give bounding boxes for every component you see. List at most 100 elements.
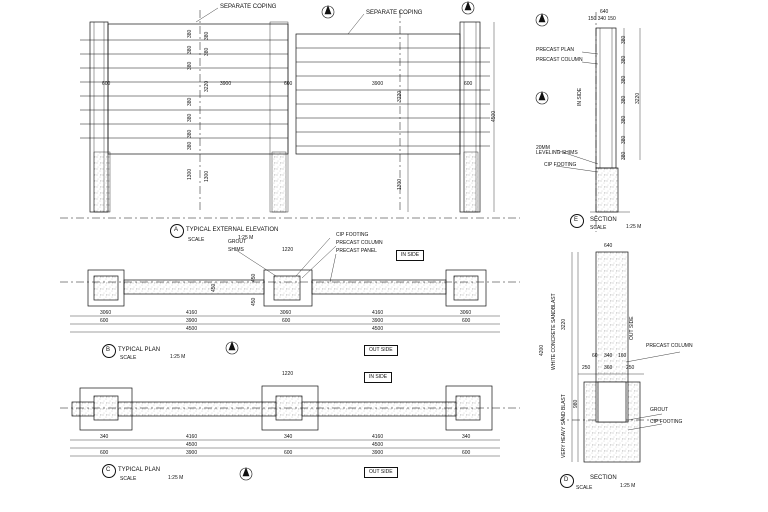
elevation-dim-footing-left-2: 1300: [204, 170, 210, 182]
section-e-precast-plan: PRECAST PLAN: [536, 47, 574, 53]
plan-b-dim-row1: 4160: [186, 310, 198, 316]
section-d-cip-footing: CIP FOOTING: [650, 419, 683, 425]
north-arrows: [225, 1, 549, 481]
section-e-rung: 380: [621, 115, 627, 124]
section-e-rung: 380: [621, 95, 627, 104]
section-d-dim-mid: 340: [604, 353, 613, 359]
plan-b-dim-top: 1220: [282, 247, 294, 253]
plan-c-dim-row3: 600: [100, 450, 109, 456]
plan-c-dim-row1: 4160: [186, 434, 198, 440]
section-d-dim-low: 250: [626, 365, 635, 371]
elevation-rung-dim: 380: [204, 31, 210, 40]
plan-b-dim-row1: 3060: [460, 310, 472, 316]
caption-tag-e-label: E: [574, 217, 579, 223]
plan-c-scale: SCALE: [120, 476, 137, 482]
plan-c-out-side: OUT SIDE: [364, 467, 398, 478]
plan-b-dim-row2: 3900: [186, 318, 198, 324]
plan-b-shims: SHIMS: [228, 247, 244, 253]
section-d-dim-low: 250: [582, 365, 591, 371]
caption-tag-e: [570, 214, 584, 228]
elevation-rung-dim: 380: [187, 141, 193, 150]
plan-c-dim-row3: 600: [284, 450, 293, 456]
caption-tag-d-label: D: [564, 477, 569, 483]
section-d-height: 3220: [561, 318, 567, 330]
plan-c-dim-row1: 340: [284, 434, 293, 440]
plan-b-dim-row1: 3060: [280, 310, 292, 316]
section-d-finish2: VERY HEAVY SAND BLAST: [561, 394, 567, 458]
elevation-dim-post-2: 600: [284, 81, 293, 87]
plan-b-grout: GROUT: [228, 239, 247, 245]
caption-tag-b-label: B: [106, 347, 111, 353]
section-d-out-side: OUT SIDE: [629, 316, 635, 340]
section-d-dim-mid: 60: [592, 353, 598, 359]
plan-b-col-dim: 450: [251, 273, 257, 282]
plan-c-scale-value: 1:25 M: [168, 475, 184, 481]
plan-c-caption: TYPICAL PLAN: [118, 467, 161, 473]
elevation-dim-footing-left: 1300: [187, 168, 193, 180]
coping-label-right: SEPARATE COPING: [366, 10, 423, 16]
plan-b-dim-row2: 600: [282, 318, 291, 324]
elevation-rung-dim: 380: [204, 47, 210, 56]
plan-b-dim-row1: 3060: [100, 310, 112, 316]
section-e-height: 3220: [635, 92, 641, 104]
elevation-dim-height-total: 4500: [491, 110, 497, 122]
plan-b-in-side: IN SIDE: [396, 250, 425, 261]
plan-c-dim-row1: 340: [100, 434, 109, 440]
section-e-scale: SCALE: [590, 225, 607, 231]
plan-c-dim-row2: 4500: [372, 442, 384, 448]
section-d-footing-h: 980: [573, 399, 579, 408]
elevation-rung-dim: 380: [187, 97, 193, 106]
plan-b-drawing: [70, 237, 500, 333]
plan-b-scale: SCALE: [120, 355, 137, 361]
section-d-finish1: WHITE CONCRETE SANDBLAST: [551, 293, 557, 370]
elevation-scale-value: 1:25 M: [238, 235, 254, 241]
section-d-dim-low: 360: [604, 365, 613, 371]
section-e-cip-footing: CIP FOOTING: [544, 162, 577, 168]
section-e-rung: 380: [621, 151, 627, 160]
plan-b-scale-value: 1:25 M: [170, 354, 186, 360]
section-e-in-side: IN SIDE: [577, 87, 583, 106]
plan-b-caption: TYPICAL PLAN: [118, 347, 161, 353]
plan-c-drawing: [70, 385, 500, 457]
section-e-widths: 150 340 150: [588, 16, 616, 22]
plan-b-dim-row2: 600: [100, 318, 109, 324]
plan-b-cip-footing: CIP FOOTING: [336, 232, 369, 238]
coping-label-left: SEPARATE COPING: [220, 4, 277, 10]
plan-b-dim-row3: 4500: [186, 326, 198, 332]
section-d-width: 640: [604, 243, 613, 249]
section-d-scale-value: 1:25 M: [620, 483, 636, 489]
section-d-grout: GROUT: [650, 407, 669, 413]
plan-c-dim-row3: 3900: [372, 450, 384, 456]
caption-tag-a-label: A: [174, 227, 179, 233]
elevation-rung-dim: 380: [187, 129, 193, 138]
section-d-scale: SCALE: [576, 485, 593, 491]
plan-b-precast-column: PRECAST COLUMN: [336, 240, 383, 246]
elevation-scale: SCALE: [188, 237, 205, 243]
plan-b-dim-row1: 4160: [372, 310, 384, 316]
elevation-dim-panel-2: 3900: [372, 81, 384, 87]
section-e-width: 640: [600, 9, 609, 15]
section-e-rung: 380: [621, 75, 627, 84]
elevation-rung-dim: 380: [187, 29, 193, 38]
plan-b-col-dim: 450: [251, 297, 257, 306]
section-e-drawing: [555, 27, 641, 213]
section-e-rung: 380: [621, 135, 627, 144]
plan-c-dim-row3: 3900: [186, 450, 198, 456]
section-d-dim-mid: 160: [618, 353, 627, 359]
plan-b-dim-row2: 3900: [372, 318, 384, 324]
elevation-dim-post-3: 600: [464, 81, 473, 87]
elevation-dim-panel: 3900: [220, 81, 232, 87]
plan-b-col-dim: 450: [211, 283, 217, 292]
elevation-dim-post: 600: [102, 81, 111, 87]
plan-b-dim-row3: 4500: [372, 326, 384, 332]
caption-tag-b: [102, 344, 116, 358]
caption-tag-c: [102, 464, 116, 478]
elevation-rung-dim: 380: [187, 61, 193, 70]
elevation-dim-footing-right: 1300: [397, 178, 403, 190]
plan-c-dim-row1: 4160: [372, 434, 384, 440]
elevation-rung-dim: 380: [187, 45, 193, 54]
caption-tag-a: [170, 224, 184, 238]
section-e-rung: 380: [621, 35, 627, 44]
elevation-dim-height-left: 3220: [204, 80, 210, 92]
